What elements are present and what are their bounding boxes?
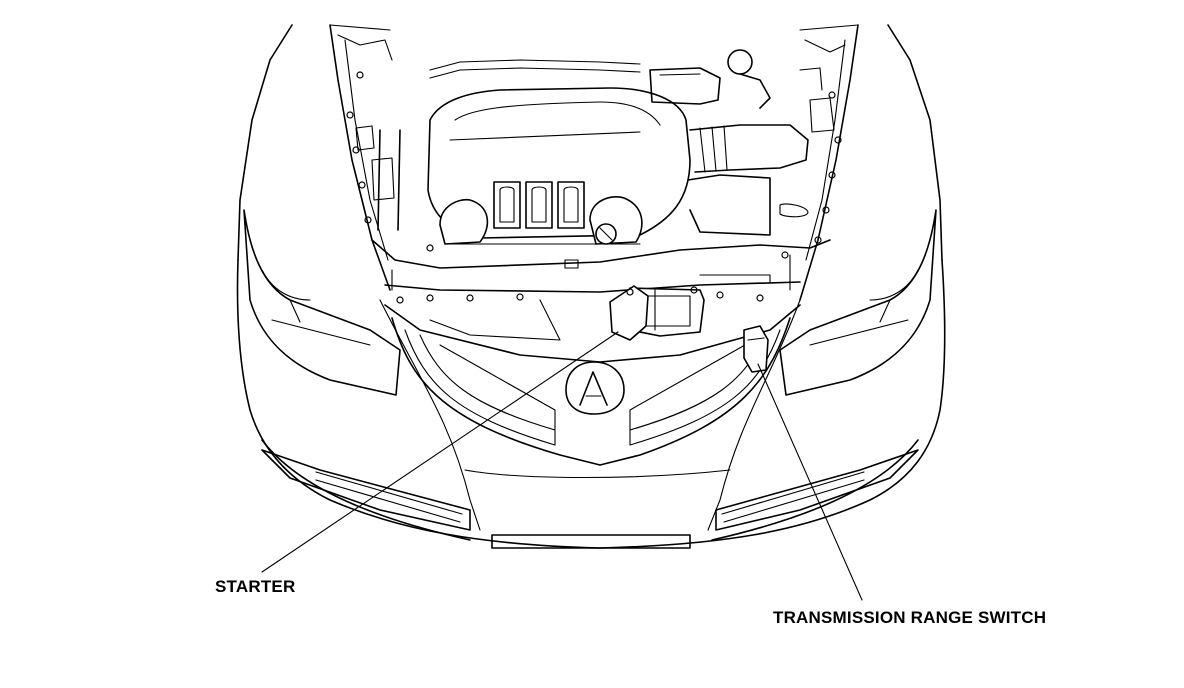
starter-component (609, 285, 705, 341)
right-headlight (779, 209, 937, 396)
left-headlight (243, 209, 401, 396)
open-hood (237, 24, 943, 301)
starter-label: STARTER (215, 577, 296, 596)
trs-leader-line (757, 363, 863, 601)
right-fog-lamp (715, 449, 919, 531)
transmission-range-switch-label: TRANSMISSION RANGE SWITCH (773, 608, 1047, 627)
left-fog-lamp (261, 449, 471, 531)
engine-cover (427, 87, 691, 245)
starter-leader-line (261, 331, 619, 573)
lower-intake (491, 534, 691, 549)
transmission-range-switch-component (743, 325, 769, 373)
acura-emblem (565, 361, 625, 415)
radiator-support (371, 239, 831, 341)
reservoirs (337, 34, 846, 231)
intake-duct (687, 124, 809, 236)
